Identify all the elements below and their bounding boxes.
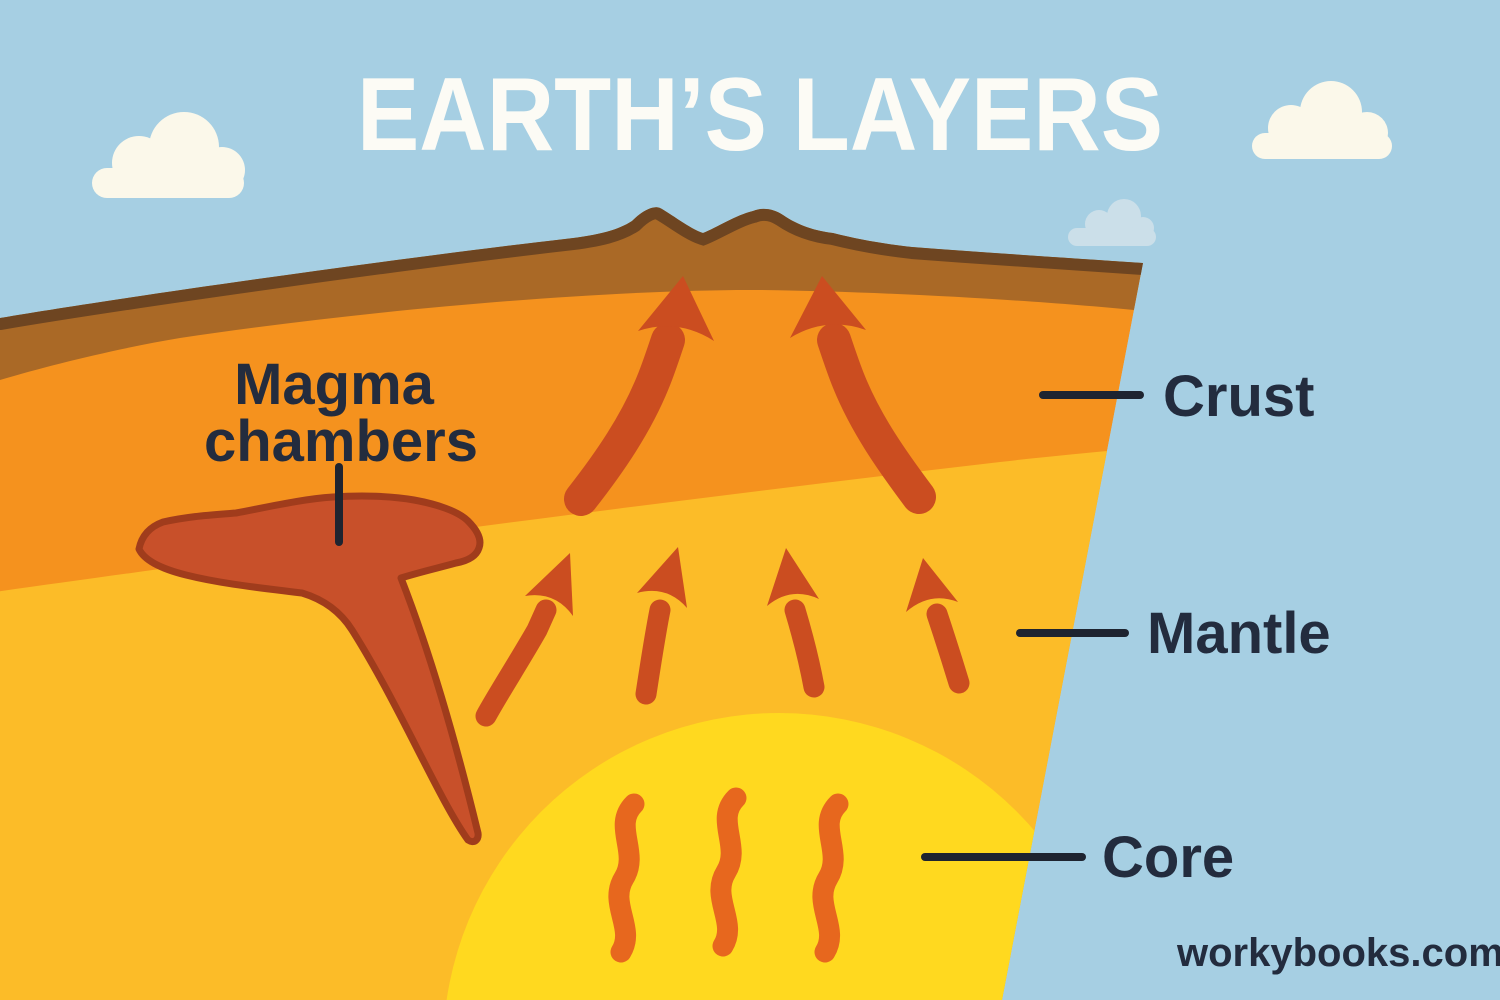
core-heat-squiggles [608, 787, 849, 963]
convection-arrow-shafts-small [475, 599, 970, 727]
label-leader-lines [335, 391, 1144, 861]
convection-arrow-icon [767, 548, 819, 606]
convection-arrow-icon [817, 323, 936, 514]
heat-squiggle-icon [710, 787, 747, 957]
convection-arrow-icon [525, 553, 573, 616]
convection-arrow-icon [637, 547, 687, 608]
convection-arrow-icon [475, 599, 557, 727]
magma-chamber-shape [135, 492, 484, 846]
watermark-text: workybooks.com [1176, 931, 1500, 975]
crust-label: Crust [1163, 364, 1314, 429]
convection-arrow-icon [638, 276, 714, 341]
convection-arrow-heads-small [525, 547, 958, 616]
heat-squiggle-icon [812, 793, 849, 963]
convection-arrow-icon [635, 599, 671, 705]
cloud-icon [92, 112, 245, 198]
magma-chambers-label-line1: Magma [234, 352, 435, 417]
layer-labels: Magma chambers Crust Mantle Core workybo… [204, 352, 1500, 975]
mantle-label: Mantle [1147, 601, 1331, 666]
core-label: Core [1102, 825, 1234, 890]
convection-arrow-icon [926, 603, 970, 694]
heat-squiggle-icon [608, 793, 645, 963]
page-title: EARTH’S LAYERS [357, 57, 1163, 173]
magma-chambers-label-line2: chambers [204, 409, 478, 474]
convection-arrow-icon [906, 558, 958, 612]
cloud-icon [1252, 81, 1392, 159]
cloud-icon [1068, 199, 1156, 246]
convection-arrow-heads-large [638, 276, 866, 341]
convection-arrow-icon [784, 599, 825, 698]
convection-arrow-shafts-large [564, 323, 936, 516]
earth-cross-section [0, 207, 1143, 1000]
convection-arrow-icon [564, 323, 685, 516]
convection-arrow-icon [790, 276, 866, 338]
